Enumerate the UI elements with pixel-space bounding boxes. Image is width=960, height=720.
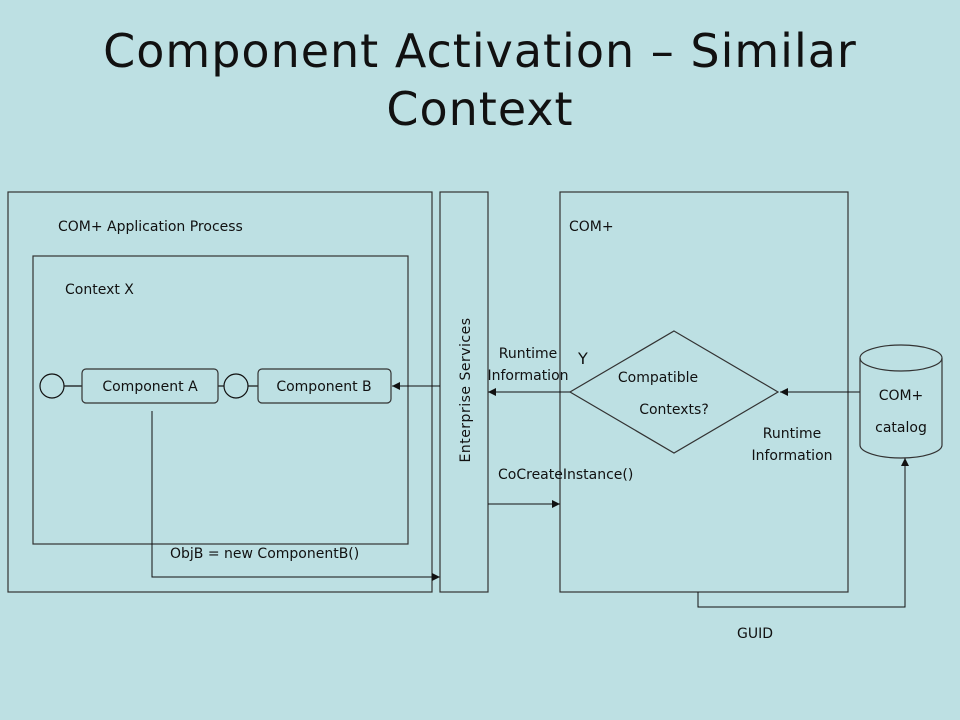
objb-label: ObjB = new ComponentB() <box>170 546 359 562</box>
component-b-box <box>257 368 392 404</box>
catalog-line-2: catalog <box>875 420 927 436</box>
complus-catalog-database-icon <box>859 344 943 459</box>
runtime-info-right-1: Runtime <box>763 426 821 442</box>
title-line-2: Context <box>386 82 574 136</box>
cocreate-label: CoCreateInstance() <box>498 467 633 483</box>
app-process-box <box>7 191 433 593</box>
objb-call-arrow <box>151 411 440 581</box>
slide-title: Component Activation – Similar Context <box>0 22 960 138</box>
component-a-label: Component A <box>102 379 198 395</box>
guid-arrow <box>697 458 909 608</box>
catalog-line-1: COM+ <box>879 388 924 404</box>
runtime-info-left-2: Information <box>487 368 568 384</box>
component-a-interface-icon <box>39 373 65 399</box>
title-line-1: Component Activation – Similar <box>103 24 857 78</box>
context-x-label: Context X <box>65 282 134 298</box>
complus-label: COM+ <box>569 219 614 235</box>
yes-label: Y <box>577 349 588 368</box>
app-process-label: COM+ Application Process <box>58 219 243 235</box>
compatible-contexts-decision <box>568 330 780 454</box>
guid-label: GUID <box>737 626 773 642</box>
component-a-box <box>81 368 219 404</box>
compatible-line-1: Compatible <box>618 370 698 386</box>
context-x-box <box>32 255 409 545</box>
runtime-info-right-2: Information <box>751 448 832 464</box>
compatible-line-2: Contexts? <box>639 402 709 418</box>
component-b-label: Component B <box>276 379 371 395</box>
component-b-interface-icon <box>223 373 249 399</box>
runtime-info-left-1: Runtime <box>499 346 557 362</box>
enterprise-services-label: Enterprise Services <box>458 317 474 462</box>
